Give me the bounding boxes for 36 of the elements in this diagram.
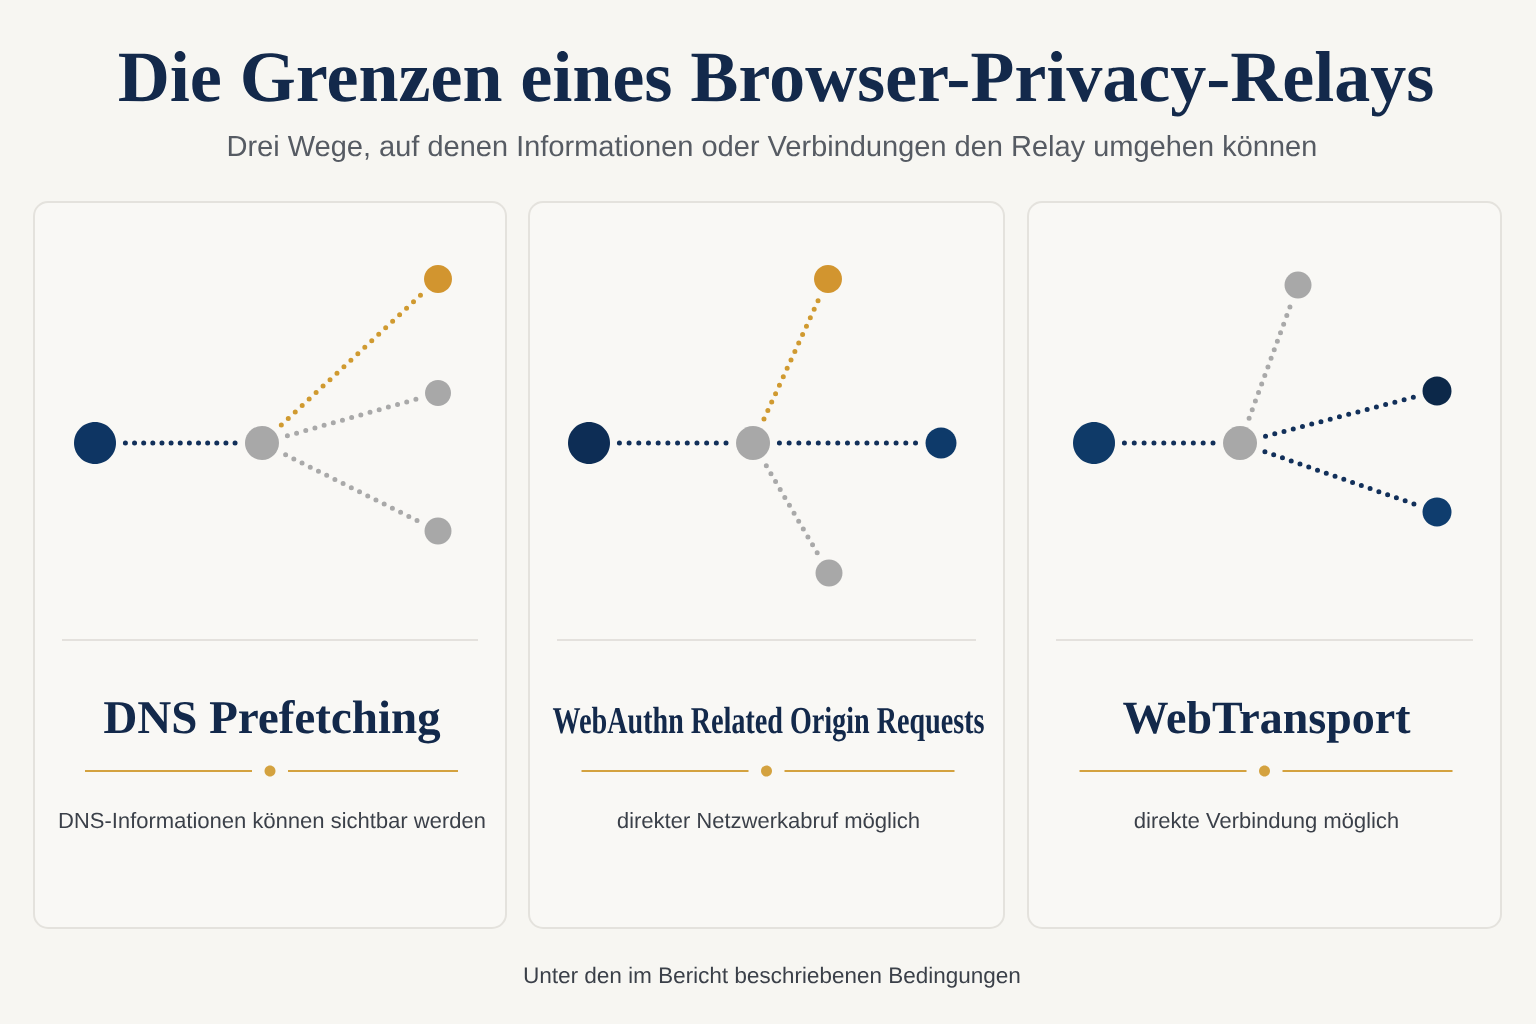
dotted-connector — [776, 440, 919, 446]
dotted-connector — [278, 292, 424, 428]
dotted-connector — [1263, 394, 1417, 439]
card-title: DNS Prefetching — [104, 699, 441, 744]
circle-node — [1223, 426, 1257, 460]
circle-node — [74, 422, 116, 464]
card-description: direkter Netzwerkabruf möglich — [617, 812, 919, 833]
dotted-connector — [284, 396, 419, 439]
circle-node — [1422, 497, 1452, 527]
circle-node — [425, 380, 451, 406]
circle-node — [815, 559, 843, 587]
dotted-connector — [761, 297, 821, 422]
dotted-connector — [1121, 440, 1217, 446]
card-description: DNS-Informationen können sichtbar werden — [59, 812, 485, 829]
page-title: Die Grenzen eines Browser-Privacy-Relays — [119, 51, 1433, 117]
circle-node — [1422, 376, 1452, 406]
circle-node — [1284, 271, 1312, 299]
circle-node — [736, 426, 770, 460]
card-title: WebAuthn Related Origin Requests — [552, 706, 984, 742]
dotted-connector — [122, 440, 239, 446]
circle-node — [814, 265, 842, 293]
subtitle: Drei Wege, auf denen Informationen oder Verbindungen den Relay umgehen können — [228, 135, 1316, 163]
circle-node — [424, 265, 452, 293]
dotted-connector — [1246, 304, 1293, 421]
dotted-connector — [616, 440, 730, 446]
card-description: direkte Verbindung möglich — [1134, 812, 1398, 833]
card-title: WebTransport — [1123, 701, 1411, 743]
dotted-connector — [1262, 449, 1417, 507]
circle-node — [925, 427, 957, 459]
dotted-connector — [283, 452, 420, 524]
circle-node — [424, 517, 452, 545]
circle-node — [245, 426, 279, 460]
dotted-connector — [763, 463, 820, 556]
footnote: Unter den im Bericht beschriebenen Bedingungen — [524, 966, 1020, 988]
circle-node — [1073, 422, 1115, 464]
circle-node — [568, 422, 610, 464]
